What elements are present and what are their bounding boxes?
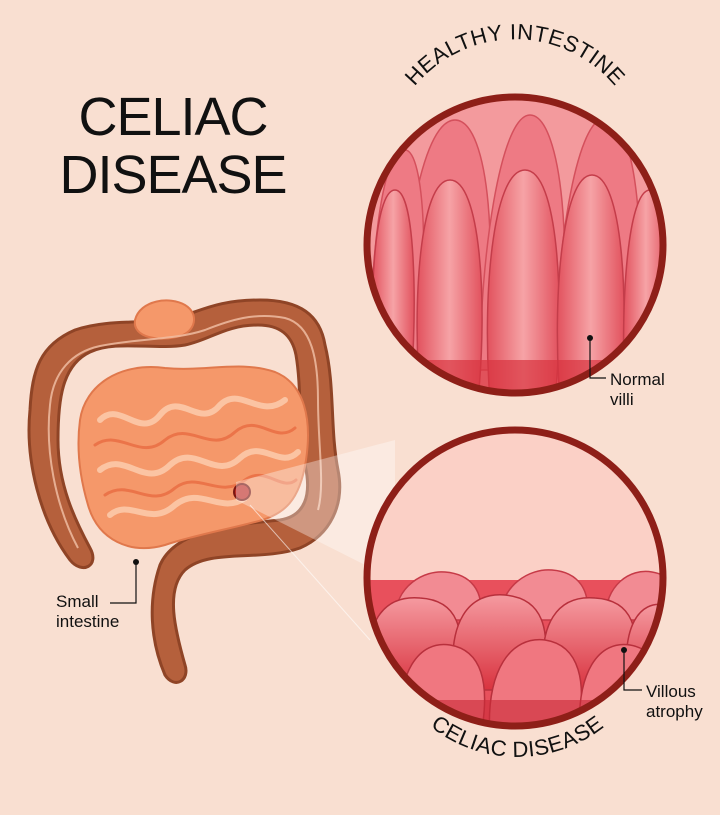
atrophied-villi xyxy=(367,569,663,726)
small-intestine-label: Small intestine xyxy=(56,592,119,632)
small-intestine-label-line-2: intestine xyxy=(56,612,120,631)
celiac-disease-view xyxy=(363,426,667,730)
title-line-2: DISEASE xyxy=(59,145,287,205)
magnified-spot xyxy=(233,483,251,501)
normal-villi-label-line-1: Normal xyxy=(610,370,665,389)
page-title: CELIAC DISEASE xyxy=(48,88,298,204)
title-line-1: CELIAC xyxy=(78,87,268,147)
duodenum xyxy=(133,299,195,340)
small-intestine-pointer xyxy=(110,559,139,604)
small-intestine-label-line-1: Small xyxy=(56,592,99,611)
normal-villi xyxy=(367,97,663,393)
intestines-illustration xyxy=(27,298,395,684)
healthy-heading: HEALTHY INTESTINE xyxy=(400,19,630,90)
villous-atrophy-label: Villous atrophy xyxy=(646,682,703,722)
normal-villi-pointer xyxy=(587,335,606,379)
healthy-intestine-view xyxy=(363,93,667,397)
villous-atrophy-pointer xyxy=(621,647,642,691)
magnification-cone xyxy=(236,440,395,580)
villous-atrophy-label-line-1: Villous xyxy=(646,682,696,701)
villous-atrophy-label-line-2: atrophy xyxy=(646,702,703,721)
normal-villi-label: Normal villi xyxy=(610,370,665,410)
normal-villi-label-line-2: villi xyxy=(610,390,634,409)
healthy-circle-border xyxy=(363,93,667,397)
intestine-loops xyxy=(97,395,301,518)
disease-circle-border xyxy=(363,426,667,730)
